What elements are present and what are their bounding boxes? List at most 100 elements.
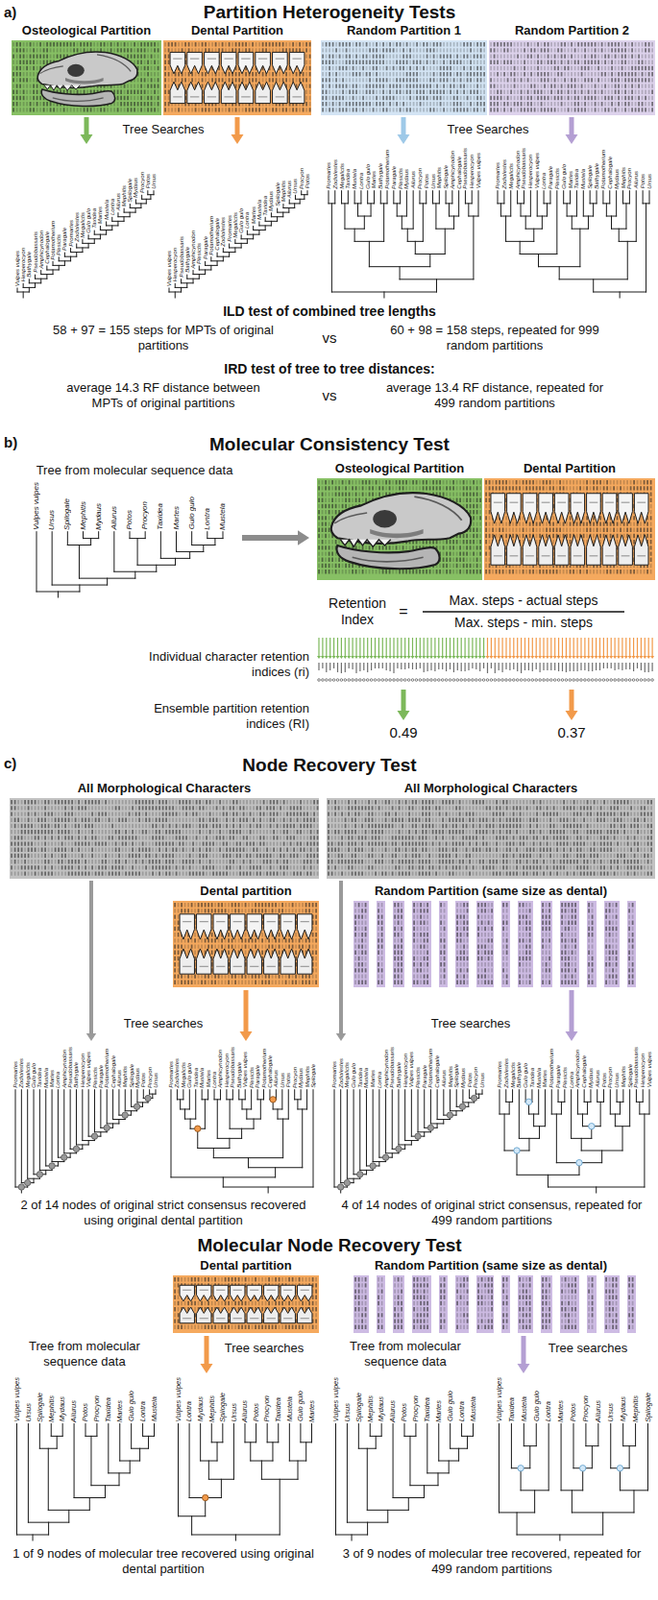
- taxon-label: Gulo gulo: [365, 164, 371, 190]
- taxon-label: Amphicynodon: [217, 1049, 223, 1089]
- teeth-illustration: [573, 555, 583, 557]
- taxon-label: Procyon: [582, 1395, 590, 1423]
- character-arrow: [362, 656, 366, 659]
- taxon-label: Mustela: [286, 1396, 294, 1422]
- character-arrow: [515, 656, 520, 659]
- character-arrow: [500, 637, 505, 659]
- character-arrow: [324, 656, 329, 659]
- flow-arrow: [80, 117, 94, 145]
- character-arrow: [633, 637, 634, 657]
- character-arrow: [549, 637, 554, 659]
- step-label: Tree searches: [110, 1016, 217, 1032]
- character-arrow: [412, 637, 414, 657]
- teeth-illustration: [589, 502, 599, 504]
- teeth-illustration: [507, 493, 522, 524]
- character-arrow: [569, 637, 571, 657]
- teeth-illustration: [204, 81, 220, 103]
- taxon-label: Taxidea: [156, 503, 165, 531]
- random-matrix: [321, 42, 486, 113]
- random-column: [438, 901, 448, 988]
- character-arrow: [346, 637, 351, 659]
- character-arrow: [336, 656, 341, 659]
- random-column: [376, 1275, 386, 1334]
- random-column: [605, 902, 617, 985]
- taxon-label: Amphicynodon: [383, 1049, 390, 1089]
- flow-arrow: [242, 535, 298, 541]
- flow-arrow: [397, 134, 411, 145]
- teeth-illustration: [283, 1317, 293, 1319]
- teeth-illustration: [249, 1290, 259, 1292]
- panel-letter: c): [3, 755, 43, 773]
- taxon-label: Paragale: [547, 166, 554, 190]
- teeth-illustration: [179, 1307, 195, 1324]
- versus-label: vs: [310, 329, 349, 347]
- random-column: [353, 901, 369, 988]
- teeth-illustration: [589, 555, 599, 557]
- character-arrow: [355, 637, 357, 657]
- taxon-label: Mephitis: [366, 1395, 375, 1423]
- taxon-label: Megalictis: [24, 1062, 31, 1089]
- dental-matrix: [172, 1275, 319, 1334]
- character-arrow: [515, 637, 520, 659]
- result-text: 58 + 97 = 155 steps for MPTs of original…: [52, 322, 274, 353]
- random-column: [501, 1275, 511, 1334]
- flow-arrow: [89, 880, 94, 1034]
- step-label: Tree Searches: [100, 121, 226, 138]
- taxon-label: Megalictis: [79, 212, 86, 239]
- character-arrow: [475, 637, 477, 657]
- taxon-label: Ailurus: [594, 1400, 603, 1423]
- teeth-illustration: [258, 58, 268, 60]
- teeth-illustration: [207, 58, 217, 60]
- taxon-label: Mephitis: [48, 1395, 56, 1423]
- taxon-label: Vulpes vulpes: [475, 152, 482, 189]
- character-arrow: [391, 656, 396, 659]
- taxon-label: Taxidea: [508, 1397, 516, 1423]
- node-dot: [525, 1098, 532, 1105]
- random-column: [412, 901, 432, 988]
- character-arrow: [451, 637, 456, 659]
- taxon-label: Plesictis: [248, 1067, 255, 1089]
- taxon-label: Cephalogale: [214, 218, 220, 251]
- character-arrow: [374, 637, 376, 657]
- teeth-illustration: [300, 966, 310, 968]
- character-arrow: [483, 637, 485, 657]
- teeth-illustration: [633, 535, 649, 565]
- character-arrow: [395, 656, 400, 659]
- character-arrow: [448, 637, 453, 659]
- random-column: [517, 1275, 534, 1334]
- node-dot: [145, 1095, 151, 1101]
- teeth-illustration: [267, 921, 276, 923]
- taxon-label: Spilogale: [36, 1392, 45, 1423]
- flow-arrow: [204, 1336, 210, 1365]
- taxon-label: Procyon: [416, 168, 423, 190]
- node-dot: [369, 1163, 376, 1170]
- character-arrow: [516, 637, 518, 657]
- character-arrow: [451, 656, 456, 659]
- character-arrow: [642, 637, 647, 659]
- character-arrow: [396, 637, 398, 657]
- character-arrow: [407, 637, 412, 659]
- character-arrow: [328, 656, 333, 659]
- character-arrow: [512, 637, 514, 657]
- character-arrow: [470, 656, 475, 659]
- taxon-label: Plesictis: [92, 1067, 98, 1089]
- taxon-label: Lontra: [203, 508, 212, 531]
- taxon-label: Procyon: [412, 1395, 420, 1423]
- node-dot: [414, 1133, 421, 1140]
- taxon-label: Ailurus: [410, 170, 416, 189]
- teeth-illustration: [196, 949, 212, 975]
- random-column: [586, 901, 597, 988]
- random-column: [628, 1277, 634, 1330]
- dental-matrix: [484, 478, 656, 581]
- character-arrow: [492, 656, 497, 659]
- character-arrow: [316, 656, 321, 659]
- character-arrow: [511, 637, 516, 659]
- taxon-label: Procyon: [263, 1395, 271, 1423]
- taxon-label: Mustela: [536, 1068, 542, 1089]
- taxon-label: Taxidea: [193, 1068, 199, 1089]
- phylogenetic-tree: [334, 1090, 483, 1194]
- flow-arrow: [242, 530, 310, 546]
- character-arrow: [320, 656, 325, 659]
- all-characters-matrix: [327, 800, 653, 877]
- character-arrow: [553, 637, 558, 659]
